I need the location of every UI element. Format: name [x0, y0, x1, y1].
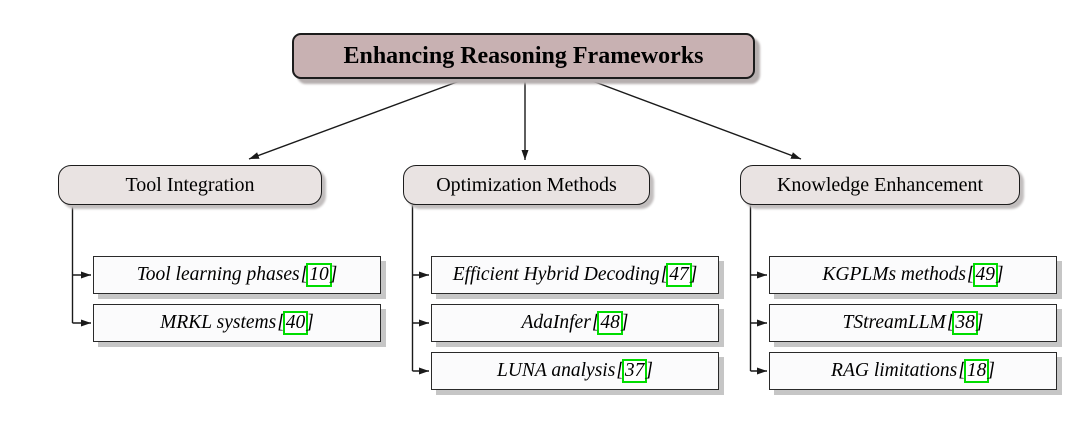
leaf-label: TStreamLLM	[842, 312, 946, 333]
branch-label: Tool Integration	[125, 173, 255, 196]
leaf-label: KGPLMs methods	[822, 264, 966, 285]
leaf-label: RAG limitations	[831, 360, 958, 381]
arrow-root-to-tool-integration	[248, 78, 466, 160]
leaf-node-tstreamllm: TStreamLLM[38]	[769, 304, 1057, 342]
cite-open-bracket: [	[277, 312, 285, 333]
cite-open-bracket: [	[958, 360, 966, 381]
leaf-node-adainfer: AdaInfer[48]	[431, 304, 719, 342]
cite-open-bracket: [	[591, 312, 600, 333]
leaf-node-kgplms-methods: KGPLMs methods[49]	[769, 256, 1057, 294]
branch-node-knowledge-enhancement: Knowledge Enhancement	[740, 165, 1020, 205]
cite-close-bracket: ]	[975, 312, 984, 333]
cite-open-bracket: [	[946, 312, 955, 333]
cite-close-bracket: ]	[620, 312, 629, 333]
cite-close-bracket: ]	[689, 264, 698, 285]
leaf-node-rag-limitations: RAG limitations[18]	[769, 352, 1057, 390]
branch-node-optimization-methods: Optimization Methods	[403, 165, 650, 205]
leaf-node-luna-analysis: LUNA analysis[37]	[431, 352, 719, 390]
citation-badge: 49	[972, 263, 999, 287]
branch-label: Optimization Methods	[436, 173, 617, 196]
cite-open-bracket: [	[660, 264, 669, 285]
leaf-node-mrkl-systems: MRKL systems[40]	[93, 304, 381, 342]
leaf-node-efficient-hybrid-decoding: Efficient Hybrid Decoding[47]	[431, 256, 719, 294]
leaf-label: AdaInfer	[521, 312, 591, 333]
cite-close-bracket: ]	[987, 360, 995, 381]
leaf-label: Tool learning phases	[136, 264, 300, 285]
arrow-root-to-knowledge-enhancement	[586, 78, 802, 160]
branch-label: Knowledge Enhancement	[776, 173, 984, 196]
citation-badge: 47	[666, 263, 692, 287]
citation-badge: 37	[621, 359, 648, 383]
cite-close-bracket: ]	[329, 264, 338, 285]
cite-close-bracket: ]	[306, 312, 314, 333]
cite-open-bracket: [	[966, 264, 975, 285]
cite-close-bracket: ]	[645, 360, 653, 381]
citation-badge: 18	[963, 359, 990, 383]
leaf-label: MRKL systems	[160, 312, 277, 333]
cite-open-bracket: [	[616, 360, 624, 381]
cite-close-bracket: ]	[996, 264, 1004, 285]
root-label: Enhancing Reasoning Frameworks	[343, 42, 704, 69]
citation-badge: 48	[597, 311, 623, 335]
cite-open-bracket: [	[300, 264, 309, 285]
leaf-label: Efficient Hybrid Decoding	[452, 264, 660, 285]
branch-node-tool-integration: Tool Integration	[58, 165, 322, 205]
citation-badge: 38	[952, 311, 978, 335]
root-node: Enhancing Reasoning Frameworks	[292, 33, 755, 79]
citation-badge: 10	[306, 263, 332, 287]
leaf-label: LUNA analysis	[497, 360, 616, 381]
leaf-node-tool-learning-phases: Tool learning phases[10]	[93, 256, 381, 294]
citation-badge: 40	[282, 311, 309, 335]
